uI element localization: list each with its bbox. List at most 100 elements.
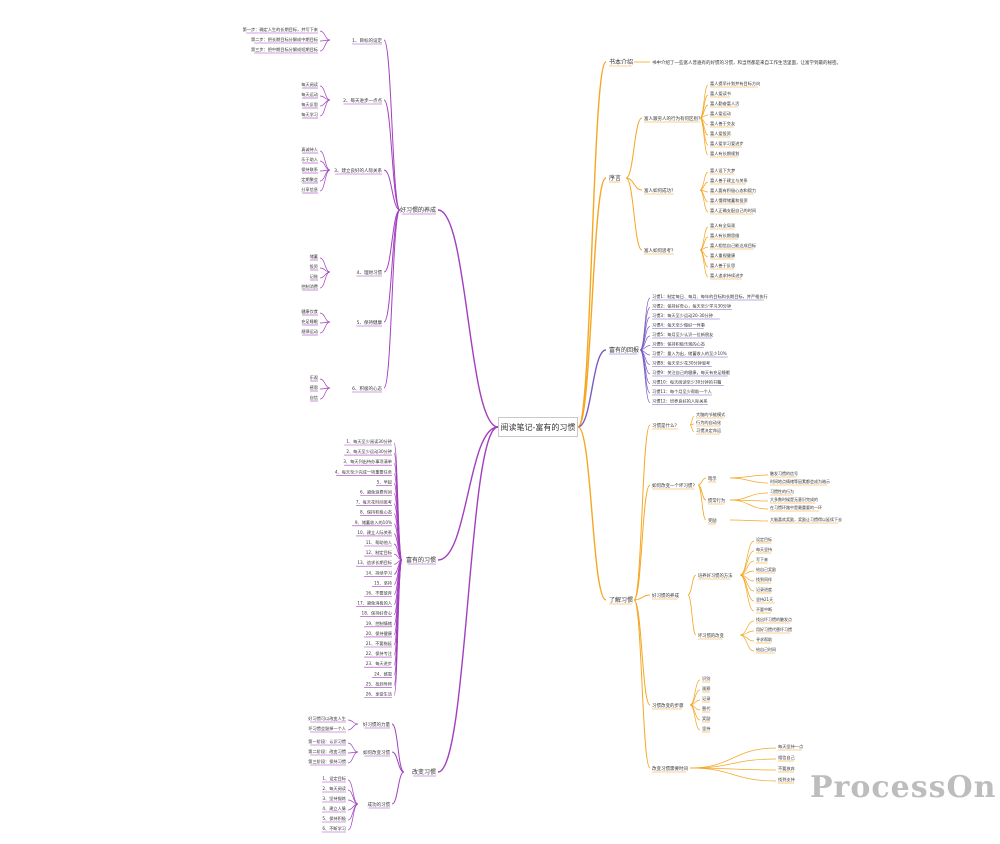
leaf-node[interactable]: 富人提早计划并有目标方向 bbox=[710, 80, 760, 87]
branch-preface[interactable]: 序言 bbox=[609, 174, 621, 182]
leaf-node[interactable]: 大脑喜欢奖励，奖励让习惯得以延续下去 bbox=[770, 516, 842, 522]
leaf-node[interactable]: 富人爱运动 bbox=[710, 110, 731, 117]
leaf-node[interactable]: 10、建立人际关系 bbox=[357, 529, 392, 536]
section-label[interactable]: 1、目标的设定 bbox=[352, 37, 382, 44]
section-label[interactable]: 好习惯的力量 bbox=[363, 721, 390, 728]
leaf-node[interactable]: 习惯决定命运 bbox=[696, 427, 722, 434]
leaf-node[interactable]: 15、坚持 bbox=[374, 579, 392, 586]
leaf-node[interactable]: 触发习惯的信号 bbox=[770, 470, 798, 476]
leaf-node[interactable]: 5、保持积极 bbox=[322, 815, 346, 822]
leaf-node[interactable]: 每天坚持 bbox=[756, 546, 772, 552]
leaf-node[interactable]: 1、每天至少阅读30分钟 bbox=[346, 438, 392, 445]
leaf-node[interactable]: 记账 bbox=[310, 273, 319, 280]
leaf-node[interactable]: 富人设下大梦 bbox=[710, 167, 736, 174]
leaf-node[interactable]: 21、不要拖延 bbox=[366, 640, 393, 647]
leaf-node[interactable]: 坚持21天 bbox=[756, 596, 773, 602]
leaf-node[interactable]: 规律运动 bbox=[301, 328, 318, 335]
preface-group[interactable]: 富人如何思考？ bbox=[644, 247, 676, 254]
leaf-node[interactable]: 富人善于建立与关系 bbox=[710, 177, 748, 184]
group-label[interactable]: 习惯是什么？ bbox=[652, 422, 679, 429]
leaf-node[interactable]: 找到同伴 bbox=[756, 576, 772, 582]
leaf-node[interactable]: 第一阶段：认识习惯 bbox=[308, 738, 346, 745]
leaf-node[interactable]: 替代 bbox=[702, 705, 711, 712]
leaf-node[interactable]: 富人有长期思维 bbox=[710, 232, 739, 239]
branch-change-habits[interactable]: 改变习惯 bbox=[412, 768, 436, 776]
leaf-node[interactable]: 自信 bbox=[310, 394, 318, 401]
leaf-node[interactable]: 保持联系 bbox=[301, 166, 318, 173]
leaf-node[interactable]: 储蓄 bbox=[310, 253, 318, 260]
branch-rich-insights[interactable]: 富有的回报 bbox=[609, 346, 639, 354]
leaf-node[interactable]: 16、不要放弃 bbox=[366, 590, 392, 597]
branch-good-habit[interactable]: 好习惯的养成 bbox=[400, 206, 436, 214]
leaf-node[interactable]: 19、控制情绪 bbox=[366, 620, 392, 627]
leaf-node[interactable]: 给自己时间 bbox=[756, 646, 776, 652]
leaf-node[interactable]: 6、不断学习 bbox=[322, 825, 346, 832]
leaf-node[interactable]: 1、设定目标 bbox=[322, 775, 346, 782]
leaf-node[interactable]: 记录 bbox=[702, 695, 710, 701]
leaf-node[interactable]: 习惯5：每月至少认识一位新朋友 bbox=[652, 331, 713, 338]
leaf-node[interactable]: 习惯3：每天至少运动20-30分钟 bbox=[652, 312, 713, 319]
leaf-node[interactable]: 识别 bbox=[702, 675, 710, 682]
section-label[interactable]: 6、积极的心态 bbox=[352, 385, 382, 392]
leaf-node[interactable]: 富人善于交友 bbox=[710, 120, 735, 127]
leaf-node[interactable]: 乐观 bbox=[310, 374, 319, 381]
leaf-node[interactable]: 习惯11：每个月至少帮助一个人 bbox=[652, 388, 713, 395]
leaf-node[interactable]: 5、早起 bbox=[377, 479, 393, 485]
leaf-node[interactable]: 17、避免消极的人 bbox=[357, 600, 392, 607]
leaf-node[interactable]: 富人勤奋富人活 bbox=[710, 100, 739, 107]
leaf-node[interactable]: 7、每天花时间思考 bbox=[356, 499, 392, 506]
leaf-node[interactable]: 每天反思 bbox=[301, 101, 318, 108]
leaf-node[interactable]: 富人有全局观 bbox=[710, 222, 736, 229]
sub-label[interactable]: 坏习惯的改变 bbox=[698, 632, 724, 639]
leaf-node[interactable]: 每天坚持一点 bbox=[778, 743, 803, 750]
leaf-node[interactable]: 富人懂得储蓄和投资 bbox=[710, 197, 748, 204]
leaf-node[interactable]: 分享信息 bbox=[301, 186, 318, 193]
group-label[interactable]: 习惯改变的步骤 bbox=[652, 702, 684, 709]
leaf-node[interactable]: 每天学习 bbox=[301, 111, 318, 118]
leaf-node[interactable]: 健康饮食 bbox=[301, 308, 319, 315]
leaf-node[interactable]: 23、每天进步 bbox=[366, 660, 392, 667]
leaf-node[interactable]: 11、帮助他人 bbox=[366, 539, 393, 546]
branch-understand-habit[interactable]: 了解习惯 bbox=[609, 596, 633, 604]
leaf-node[interactable]: 相信自己 bbox=[778, 754, 795, 761]
leaf-node[interactable]: 坏习惯会毁掉一个人 bbox=[308, 725, 347, 732]
leaf-node[interactable]: 25、找到导师 bbox=[366, 680, 392, 687]
leaf-node[interactable]: 控制消费 bbox=[301, 283, 318, 290]
leaf-node[interactable]: 观察 bbox=[702, 685, 711, 692]
leaf-node[interactable]: 富人爱学习爱进步 bbox=[710, 140, 744, 147]
leaf-node[interactable]: 富人爱读书 bbox=[710, 90, 731, 97]
leaf-node[interactable]: 富人追求持续进步 bbox=[710, 272, 744, 279]
leaf-node[interactable]: 习惯8：每天至少花30分钟思考 bbox=[652, 360, 710, 367]
section-label[interactable]: 5、保持健康 bbox=[357, 319, 383, 326]
branch-rich-habits[interactable]: 富有的习惯 bbox=[406, 556, 436, 564]
section-label[interactable]: 3、建立良好的人际关系 bbox=[334, 167, 382, 174]
leaf-node[interactable]: 习惯10：每天阅读至少30分钟的书籍 bbox=[652, 379, 721, 386]
leaf-node[interactable]: 习惯2：保持好奇心，每天至少学习30分钟 bbox=[652, 303, 731, 310]
leaf-node[interactable]: 22、保持专注 bbox=[366, 650, 393, 657]
leaf-node[interactable]: 不要中断 bbox=[756, 606, 772, 612]
leaf-node[interactable]: 26、享受生活 bbox=[366, 691, 392, 698]
leaf-node[interactable]: 设定目标 bbox=[756, 536, 772, 542]
leaf-node[interactable]: 行为的自动化 bbox=[696, 419, 722, 426]
leaf-node[interactable]: 习惯1：制定每日、每月、每年的目标和长期目标，并严格执行 bbox=[652, 293, 768, 300]
leaf-node[interactable]: 找出坏习惯的触发点 bbox=[756, 616, 792, 622]
leaf-node[interactable]: 3、每天列出待办事项清单 bbox=[343, 458, 392, 465]
leaf-node[interactable]: 真诚待人 bbox=[301, 146, 319, 153]
leaf-node[interactable]: 用好习惯代替坏习惯 bbox=[756, 626, 792, 632]
leaf-node[interactable]: 时间地点情绪等因素都会成为暗示 bbox=[770, 478, 830, 484]
leaf-node[interactable]: 习惯9：关注自己的健康，每天有充足睡眠 bbox=[652, 369, 731, 376]
sub-label[interactable]: 奖励 bbox=[708, 517, 717, 524]
group-label[interactable]: 好习惯的养成 bbox=[652, 592, 679, 599]
leaf-node[interactable]: 给自己奖励 bbox=[756, 566, 776, 572]
preface-group[interactable]: 富人跟穷人的行为有何区别？ bbox=[644, 115, 703, 122]
book-intro-text[interactable]: 书中介绍了一些富人普遍有的好惯的习惯，和当然都是来自工作生活里面，让富学到最的秘… bbox=[652, 59, 841, 66]
leaf-node[interactable]: 习惯6：保持积极乐观的心态 bbox=[652, 341, 705, 348]
leaf-node[interactable]: 14、持续学习 bbox=[366, 569, 392, 576]
leaf-node[interactable]: 2、每天阅读 bbox=[322, 785, 346, 792]
leaf-node[interactable]: 第二阶段：改变习惯 bbox=[308, 748, 346, 755]
leaf-node[interactable]: 4、建立人脉 bbox=[322, 805, 346, 812]
leaf-node[interactable]: 坚持 bbox=[702, 725, 710, 732]
leaf-node[interactable]: 寻求帮助 bbox=[756, 636, 772, 642]
leaf-node[interactable]: 写下来 bbox=[756, 557, 768, 562]
leaf-node[interactable]: 富人相信自己能达成目标 bbox=[710, 242, 756, 249]
